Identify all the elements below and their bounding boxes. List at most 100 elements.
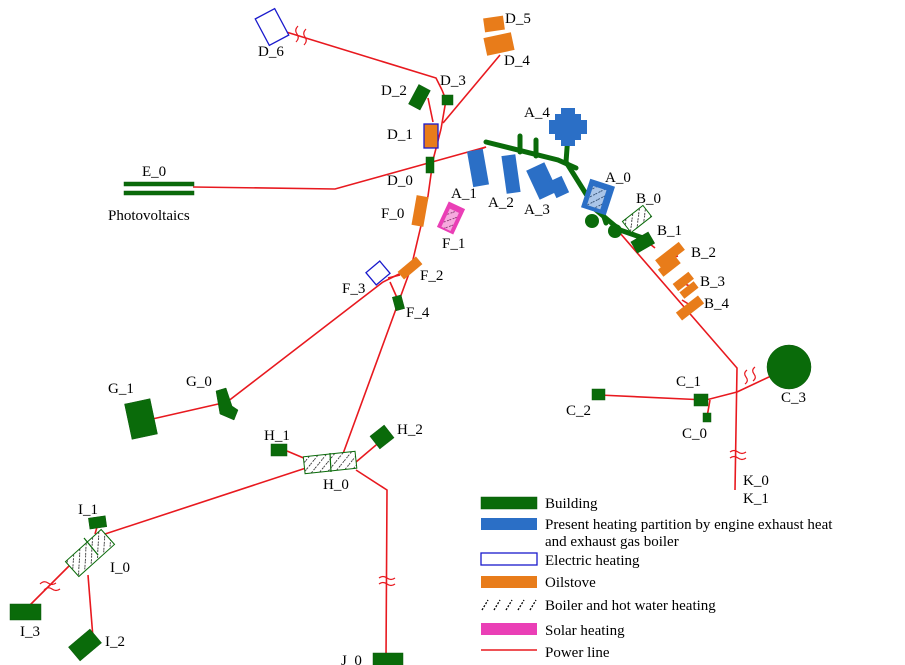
legend-oilstove-label: Oilstove [545,575,596,591]
power-line-h1 [286,450,307,460]
power-line-i0 [101,467,307,536]
label-j0: J_0 [341,653,362,665]
power-line-d4 [442,54,501,124]
label-d1: D_1 [387,127,413,143]
label-g1: G_1 [108,381,134,397]
b2-oilstove-b[interactable] [657,256,681,277]
power-line-d6 [282,30,443,91]
b3-oilstove-b[interactable] [679,281,699,299]
f4-building[interactable] [392,294,405,312]
f3-electric-heating[interactable] [365,260,391,286]
d0-building[interactable] [425,156,435,174]
label-a2: A_2 [488,195,514,211]
f0-oilstove[interactable] [411,195,429,227]
b0-boiler[interactable] [621,204,653,234]
label-f3: F_3 [342,281,365,297]
power-line-i2 [87,574,94,639]
power-line-f3 [387,274,401,279]
legend-power-line-label: Power line [545,645,610,661]
label-e0: E_0 [142,164,166,180]
a1-heating-partition[interactable] [466,148,490,188]
i2-building[interactable] [68,628,102,662]
label-c1: C_1 [676,374,701,390]
legend-building-label: Building [545,496,598,512]
b2-oilstove-a[interactable] [655,241,685,269]
c3-building[interactable] [766,344,812,390]
label-i0: I_0 [110,560,130,576]
a3-heating-partition[interactable] [526,162,558,200]
label-photovoltaics: Photovoltaics [108,208,190,224]
c1-building[interactable] [693,393,709,407]
power-line-j0 [355,469,388,661]
b4-oilstove[interactable] [675,295,705,321]
legend-electric-label: Electric heating [545,553,640,569]
label-d2: D_2 [381,83,407,99]
label-d0: D_0 [387,173,413,189]
power-line-d2 [427,97,434,123]
j0-building[interactable] [372,652,404,665]
f1-boiler-overlay [441,208,459,231]
label-b2: B_2 [691,245,716,261]
d4-oilstove[interactable] [483,32,515,56]
d3-building[interactable] [441,94,454,106]
a3b-heating-partition[interactable] [548,175,570,199]
i0-boiler[interactable] [64,528,116,578]
g0-building[interactable] [215,387,239,421]
a2-heating-partition[interactable] [501,154,521,194]
power-lines [29,30,789,661]
label-f4: F_4 [406,305,430,321]
legend-present-heating-swatch [481,518,537,530]
legend: Building Present heating partition by en… [480,496,833,661]
label-c2: C_2 [566,403,591,419]
label-g0: G_0 [186,374,212,390]
label-a0: A_0 [605,170,631,186]
h2-building[interactable] [369,424,395,450]
break-mark-k [729,449,747,461]
i1-building[interactable] [88,515,108,530]
c2-building[interactable] [591,388,606,401]
e0-photovoltaics-bar-top[interactable] [123,181,195,187]
label-d4: D_4 [504,53,530,69]
i3-building[interactable] [9,603,42,621]
b1-building[interactable] [630,231,656,254]
legend-present-heating-label-1: Present heating partition by engine exha… [545,517,833,533]
d5-oilstove[interactable] [483,15,505,33]
b3-oilstove-a[interactable] [672,271,694,292]
d2-building[interactable] [408,84,431,111]
i0-divider [83,537,99,556]
d1-oilstove[interactable] [423,123,439,149]
node-labels: D_6 D_5 D_4 D_3 D_2 D_1 D_0 E_0 Photovol… [20,11,806,665]
label-a1: A_1 [451,186,477,202]
label-b1: B_1 [657,223,682,239]
break-mark-d6 [295,25,307,46]
legend-building-swatch [480,496,538,510]
g1-building[interactable] [124,398,158,440]
h1-building[interactable] [270,443,288,457]
c0-building[interactable] [702,412,712,423]
label-f1: F_1 [442,236,465,252]
label-i2: I_2 [105,634,125,650]
label-f0: F_0 [381,206,404,222]
heating-node-1 [585,214,599,228]
legend-solar-label: Solar heating [545,623,625,639]
label-i1: I_1 [78,502,98,518]
e0-photovoltaics-bar-bottom[interactable] [123,190,195,196]
label-a3: A_3 [524,202,550,218]
label-b4: B_4 [704,296,730,312]
a0-boiler-overlay [586,185,607,210]
label-k1: K_1 [743,491,769,507]
power-line-trunk [339,128,442,463]
d6-electric-heating[interactable] [254,7,290,47]
label-i3: I_3 [20,624,40,640]
legend-oilstove-swatch [481,576,537,588]
label-d3: D_3 [440,73,466,89]
label-f2: F_2 [420,268,443,284]
f2-oilstove[interactable] [397,256,423,280]
legend-solar-swatch [481,623,537,635]
label-h2: H_2 [397,422,423,438]
legend-present-heating-label-2: and exhaust gas boiler [545,534,679,550]
label-h1: H_1 [264,428,290,444]
heating-node-2 [608,224,622,238]
a4-heating-partition[interactable] [549,108,587,146]
